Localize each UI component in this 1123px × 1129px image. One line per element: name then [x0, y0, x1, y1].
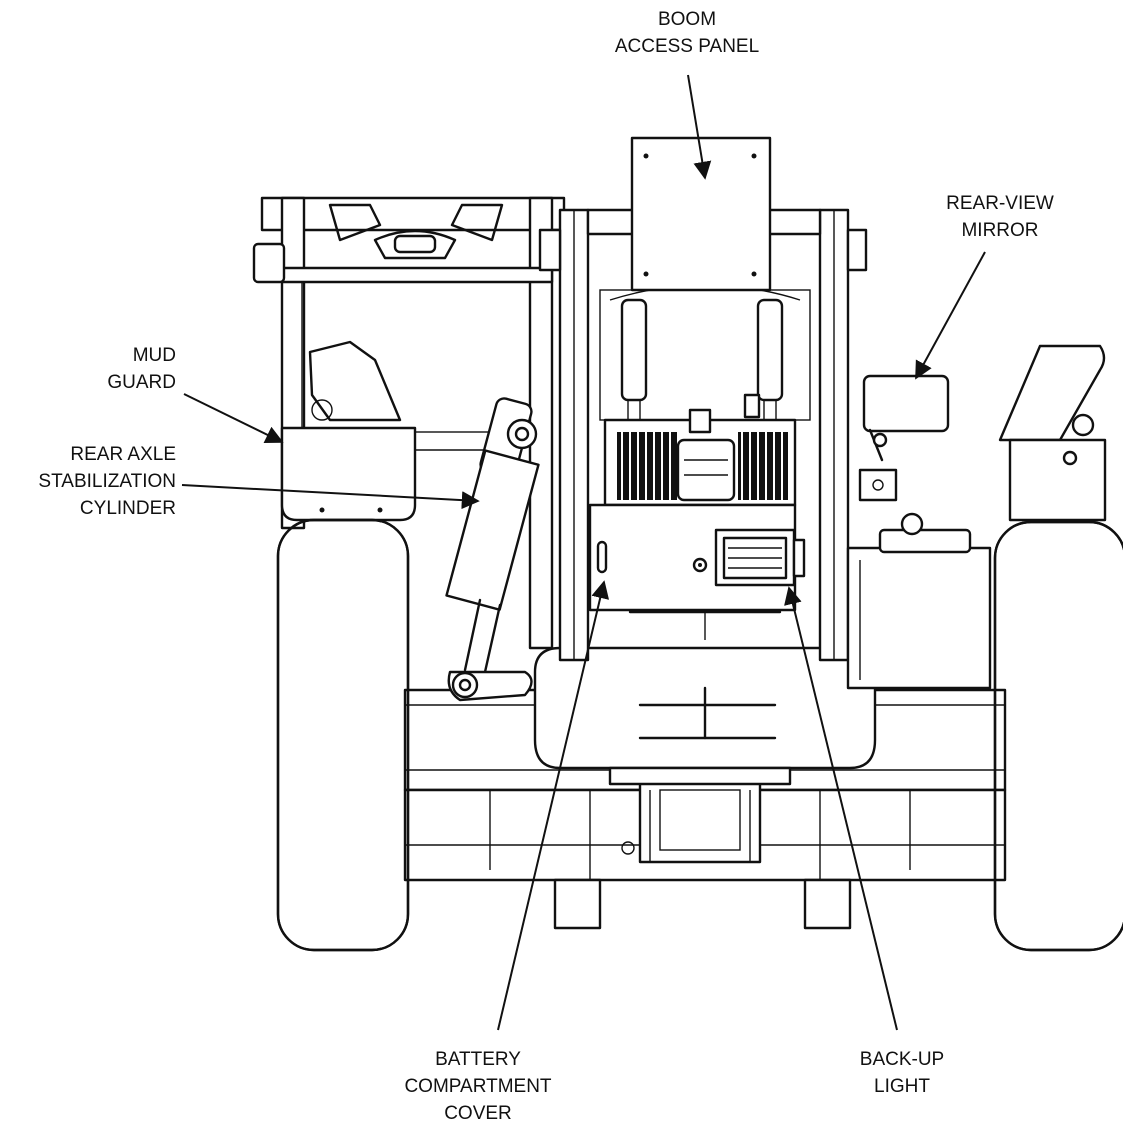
label-leader-lines [181, 74, 986, 1031]
battery-compartment-cover-label: BATTERY COMPARTMENT COVER [404, 1049, 552, 1124]
mud-guard-shape [280, 426, 500, 522]
mud-guard-leader [183, 393, 284, 443]
rear-view-mirror-label: REAR-VIEW MIRROR [946, 193, 1054, 241]
boom-structure [538, 136, 868, 662]
stabilization-cylinder [445, 397, 540, 702]
backup-light-lamp [714, 528, 806, 587]
operator-cab [252, 196, 566, 650]
back-up-light-label: BACK-UP LIGHT [859, 1049, 945, 1097]
engine-grille [603, 393, 797, 507]
mud-guard-label: MUD GUARD [107, 345, 176, 393]
right-side-components [846, 344, 1107, 690]
boom-access-panel-label: BOOM ACCESS PANEL [614, 9, 760, 57]
rear-axle-stabilization-cylinder-label: REAR AXLE STABILIZATION CYLINDER [38, 444, 176, 519]
mirror-leader [915, 251, 986, 380]
counterweight [533, 646, 877, 786]
left-tire [276, 518, 410, 952]
right-tire [993, 520, 1123, 952]
battery-cover-leader [497, 580, 610, 1031]
boom-panel-leader [687, 74, 712, 180]
backup-light-leader [784, 586, 898, 1031]
cylinder-leader [181, 484, 480, 510]
